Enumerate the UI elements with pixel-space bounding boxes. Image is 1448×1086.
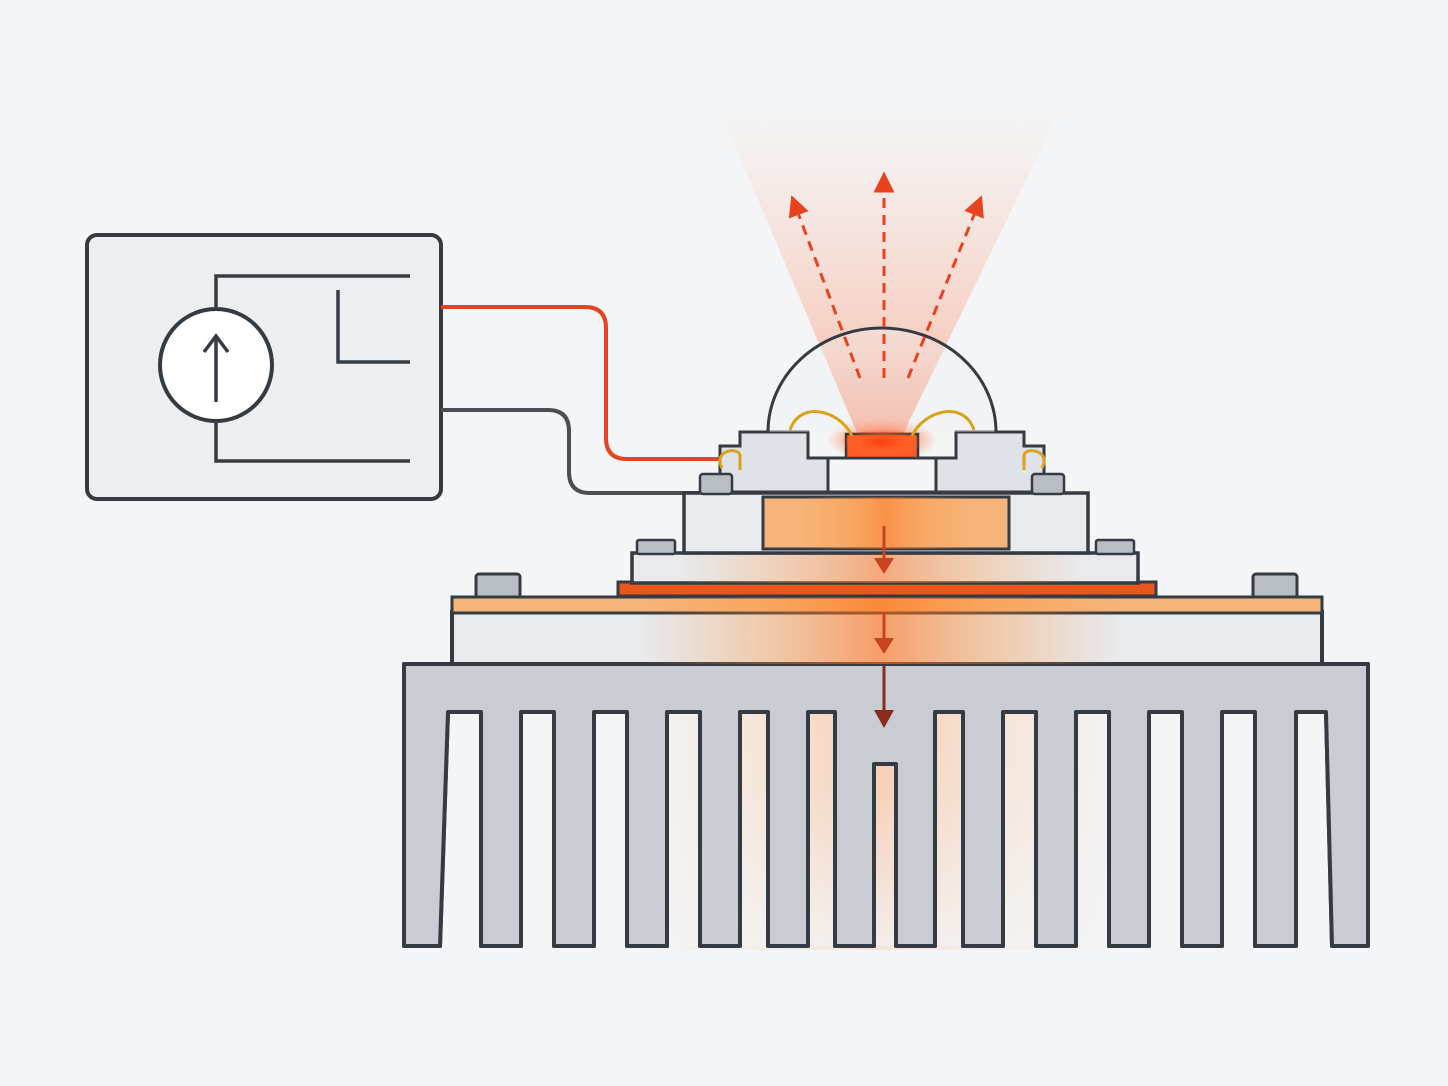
light-arrow-right [906, 195, 984, 379]
light-emission-arrows [788, 171, 984, 379]
positive-lead [441, 305, 720, 461]
current-source [85, 233, 443, 501]
heat-arrow-1 [874, 526, 894, 574]
led-package [682, 326, 1090, 555]
wires [441, 305, 720, 495]
led-dome-icon [766, 326, 998, 433]
mounting-plate [450, 572, 1324, 666]
heat-arrow-2 [874, 612, 894, 654]
heat-arrow-3 [874, 666, 894, 728]
negative-lead [441, 408, 700, 495]
current-source-symbol-icon [158, 307, 274, 423]
light-arrow-left [788, 195, 862, 379]
heat-flow-arrows [874, 526, 894, 728]
